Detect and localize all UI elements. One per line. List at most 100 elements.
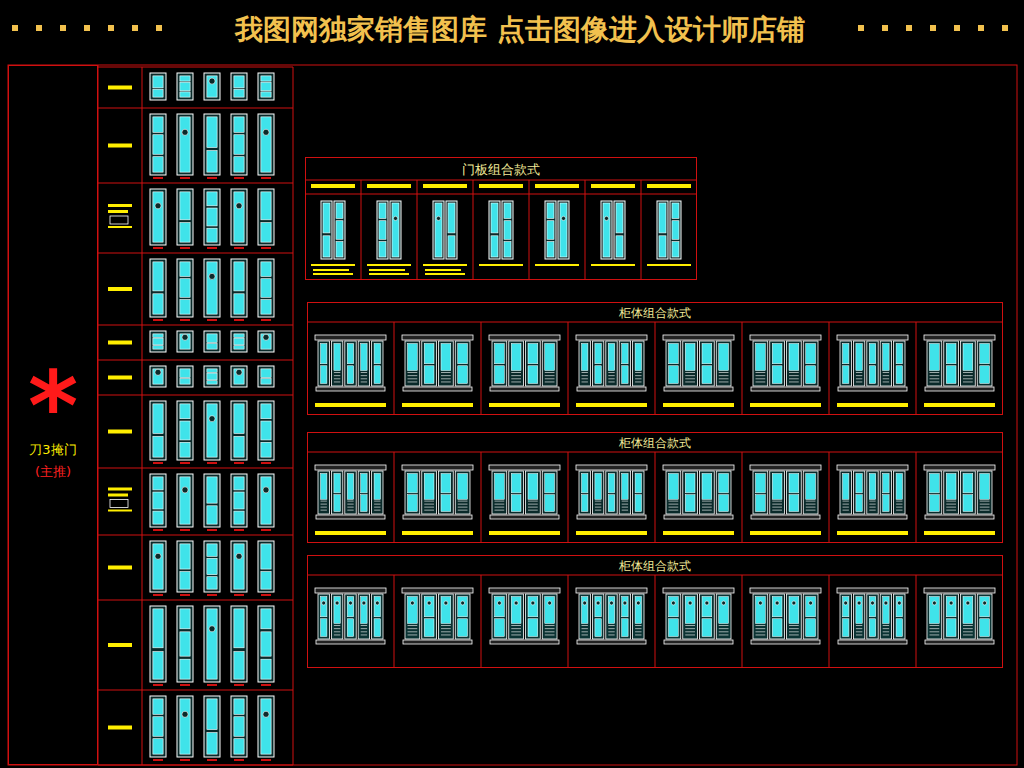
cabinet-base: [577, 640, 646, 644]
grid-line: [856, 625, 862, 626]
door-panel: [261, 92, 271, 97]
door-frame: [390, 201, 401, 259]
door-ornament: [623, 601, 627, 605]
grid-line: [495, 507, 505, 508]
cabinet-panel: [374, 344, 380, 364]
cabinet-panel: [495, 597, 505, 617]
door-panel: [448, 203, 455, 233]
cabinet-base: [751, 640, 820, 644]
grid-line: [305, 180, 697, 181]
door-frame: [433, 201, 444, 259]
grid-line: [511, 378, 521, 379]
door-panel: [323, 203, 330, 233]
cabinet-door: [666, 471, 681, 514]
dimension-bar: [663, 531, 734, 535]
door-ornament: [263, 487, 269, 493]
cabinet-door: [542, 341, 557, 386]
door-frame: [204, 331, 220, 352]
cabinet-panel: [361, 495, 367, 512]
door-frame: [231, 259, 247, 317]
cabinet-panel: [806, 344, 816, 364]
cabinet-base: [403, 515, 472, 519]
cabinet-panel: [321, 474, 327, 500]
cabinet-panel: [719, 495, 729, 512]
door-panel: [234, 544, 244, 589]
grid-line: [829, 322, 830, 415]
cabinet-cornice: [750, 335, 821, 340]
cabinet-door: [683, 341, 698, 386]
category-name: 刀3掩门: [29, 441, 76, 459]
cabinet-panel: [685, 597, 695, 624]
dimension-bar: [315, 531, 386, 535]
grid-line: [963, 631, 973, 632]
door-panel: [153, 739, 163, 754]
grid-line: [719, 375, 729, 376]
door-ornament: [983, 601, 987, 605]
grid-line: [361, 625, 367, 626]
cabinet-cornice: [924, 465, 995, 470]
cabinet-base: [316, 640, 385, 644]
grid-line: [719, 625, 729, 626]
cabinet-door: [753, 594, 768, 639]
door-panel: [153, 477, 163, 490]
door-panel: [234, 699, 244, 714]
grid-line: [719, 378, 729, 379]
door-frame: [231, 401, 247, 460]
grid-line: [361, 378, 367, 379]
dimension-bar: [663, 403, 734, 407]
door-ornament: [236, 369, 242, 375]
title-square: [156, 25, 162, 31]
cabinet-panel: [963, 597, 973, 624]
cabinet-cornice: [402, 465, 473, 470]
cabinet-panel: [869, 474, 875, 500]
cabinet-panel: [685, 344, 695, 371]
door-ornament: [857, 601, 861, 605]
cabinet-panel: [963, 474, 973, 493]
cabinet-base: [925, 640, 994, 644]
door-panel: [207, 477, 217, 503]
cabinet-panel: [930, 597, 940, 624]
grid-line: [608, 634, 614, 635]
grid-line: [608, 381, 614, 382]
cabinet-door: [592, 341, 603, 386]
cabinet-door: [331, 471, 342, 514]
grid-line: [98, 395, 293, 396]
grid-line: [772, 507, 782, 508]
cabinet-door: [592, 471, 603, 514]
grid-line: [98, 325, 293, 326]
dimension-mark: [108, 430, 132, 434]
door-panel: [547, 203, 554, 218]
cabinet-base: [490, 640, 559, 644]
door-panel: [207, 344, 217, 350]
door-ornament: [155, 369, 161, 375]
dimension-mark: [108, 86, 132, 90]
dimension-mark: [180, 529, 190, 531]
grid-line: [417, 194, 473, 195]
door-panel: [234, 135, 244, 155]
grid-line: [843, 507, 849, 508]
title-square: [930, 25, 936, 31]
grid-line: [883, 634, 889, 635]
grid-line: [742, 575, 743, 668]
cabinet-door: [840, 594, 851, 639]
cabinet-door: [422, 594, 437, 639]
door-panel: [180, 262, 190, 277]
cabinet-door: [542, 471, 557, 514]
door-panel: [207, 381, 217, 384]
grid-line: [334, 634, 340, 635]
grid-line: [495, 501, 505, 502]
dimension-mark: [153, 319, 163, 321]
cabinet-door: [358, 471, 369, 514]
cabinet-panel: [424, 366, 434, 384]
cabinet-panel: [843, 597, 849, 617]
grid-line: [595, 510, 601, 511]
dimension-bar: [425, 273, 465, 275]
cabinet-panel: [806, 597, 816, 617]
cabinet-panel: [869, 597, 875, 617]
dimension-mark: [108, 510, 132, 512]
grid-line: [361, 628, 367, 629]
cabinet-panel: [789, 495, 799, 512]
grid-line: [582, 634, 588, 635]
door-ornament: [949, 601, 953, 605]
grid-line: [495, 510, 505, 511]
